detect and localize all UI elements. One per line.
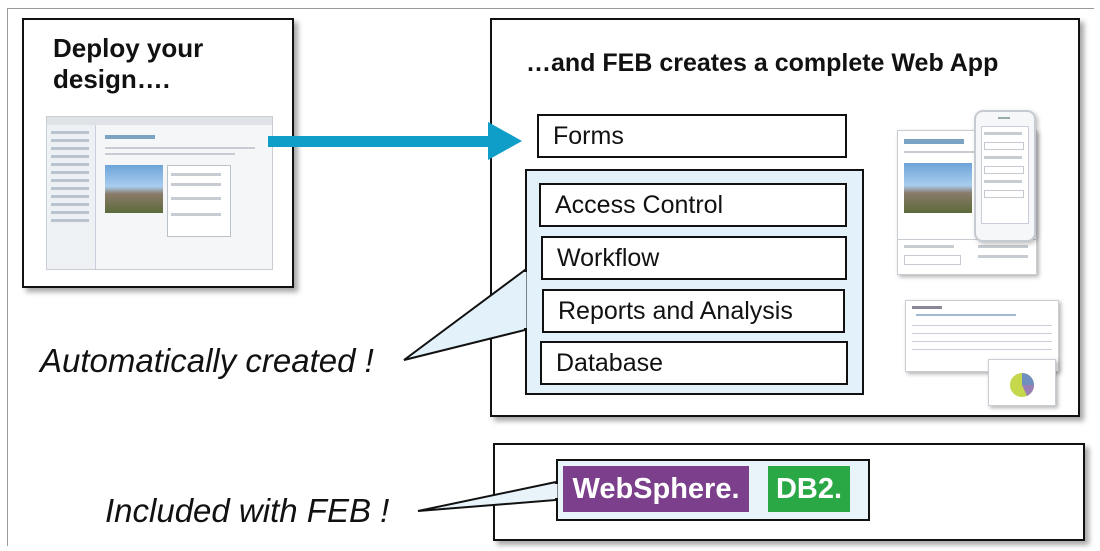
included-callout-text: Included with FEB ! (105, 492, 390, 529)
pie-icon (1010, 373, 1035, 397)
designer-screenshot (46, 116, 273, 270)
database-item: Database (540, 341, 848, 385)
forms-item: Forms (537, 114, 847, 158)
workflow-item: Workflow (541, 236, 847, 280)
access-control-item: Access Control (539, 183, 847, 227)
deploy-title: Deploy your design…. (53, 33, 204, 94)
automatic-callout-pointer (403, 268, 526, 361)
websphere-logo: WebSphere. (563, 466, 749, 512)
db2-logo: DB2. (768, 466, 850, 512)
slide-frame (7, 8, 1094, 546)
reports-analysis-item: Reports and Analysis (542, 289, 845, 333)
deploy-arrow (268, 122, 522, 160)
pie-chart-screenshot (988, 359, 1056, 406)
deploy-panel: Deploy your design…. (22, 18, 294, 288)
automatic-callout-text: Automatically created ! (40, 342, 374, 379)
web-app-title: …and FEB creates a complete Web App (526, 49, 999, 77)
included-callout-pointer (417, 480, 557, 512)
mobile-app-screenshot (974, 110, 1036, 242)
